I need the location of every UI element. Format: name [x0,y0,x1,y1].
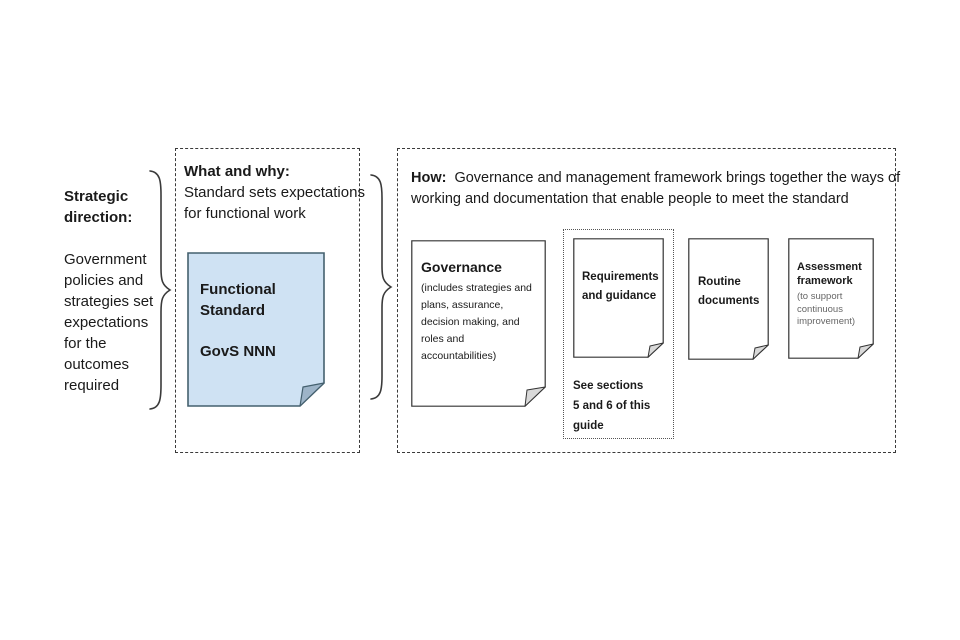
page-curl-icon [752,344,769,360]
what-and-why-heading: What and why: [184,163,290,180]
see-sections-note: See sections 5 and 6 of this guide [573,380,651,432]
how-subtext: Governance and management framework brin… [411,170,901,207]
strategic-direction-body: Government policies and strategies set e… [64,251,154,394]
assessment-framework-title: Assessment framework [797,261,862,287]
document-page-shape [788,238,874,359]
how-heading: How: [411,170,447,186]
functional-standard-title: Functional Standard [200,281,276,319]
document-page-shape [187,252,325,407]
what-and-why-subtext: Standard sets expectations for functiona… [184,184,365,222]
functional-standard-document: Functional Standard GovS NNN [187,252,325,407]
requirements-document: Requirements and guidance [573,238,664,358]
what-and-why-panel: What and why: Standard sets expectations… [175,148,365,453]
page-curl-icon [299,382,325,407]
routine-documents-document: Routine documents [688,238,769,360]
page-curl-icon [857,343,874,359]
routine-documents-title: Routine documents [698,276,760,307]
assessment-framework-body: (to support continuous improvement) [797,291,856,327]
requirements-dotted-group: Requirements and guidance See sections 5… [563,229,674,439]
page-curl-icon [647,342,664,358]
requirements-title: Requirements and guidance [582,271,659,302]
middle-brace [370,174,393,400]
how-panel: How:Governance and management framework … [397,148,900,453]
governance-title: Governance [421,259,502,275]
functional-standard-code: GovS NNN [200,343,276,360]
document-page-shape [688,238,769,360]
how-heading-block: How:Governance and management framework … [411,168,900,210]
left-brace [149,170,172,410]
page-curl-icon [524,386,546,407]
document-page-shape [573,238,664,358]
governance-document: Governance (includes strategies and plan… [411,240,546,407]
governance-body: (includes strategies and plans, assuranc… [421,282,532,362]
document-page-shape [411,240,546,407]
strategic-direction-title: Strategic direction: [64,188,133,226]
assessment-framework-document: Assessment framework (to support continu… [788,238,874,359]
